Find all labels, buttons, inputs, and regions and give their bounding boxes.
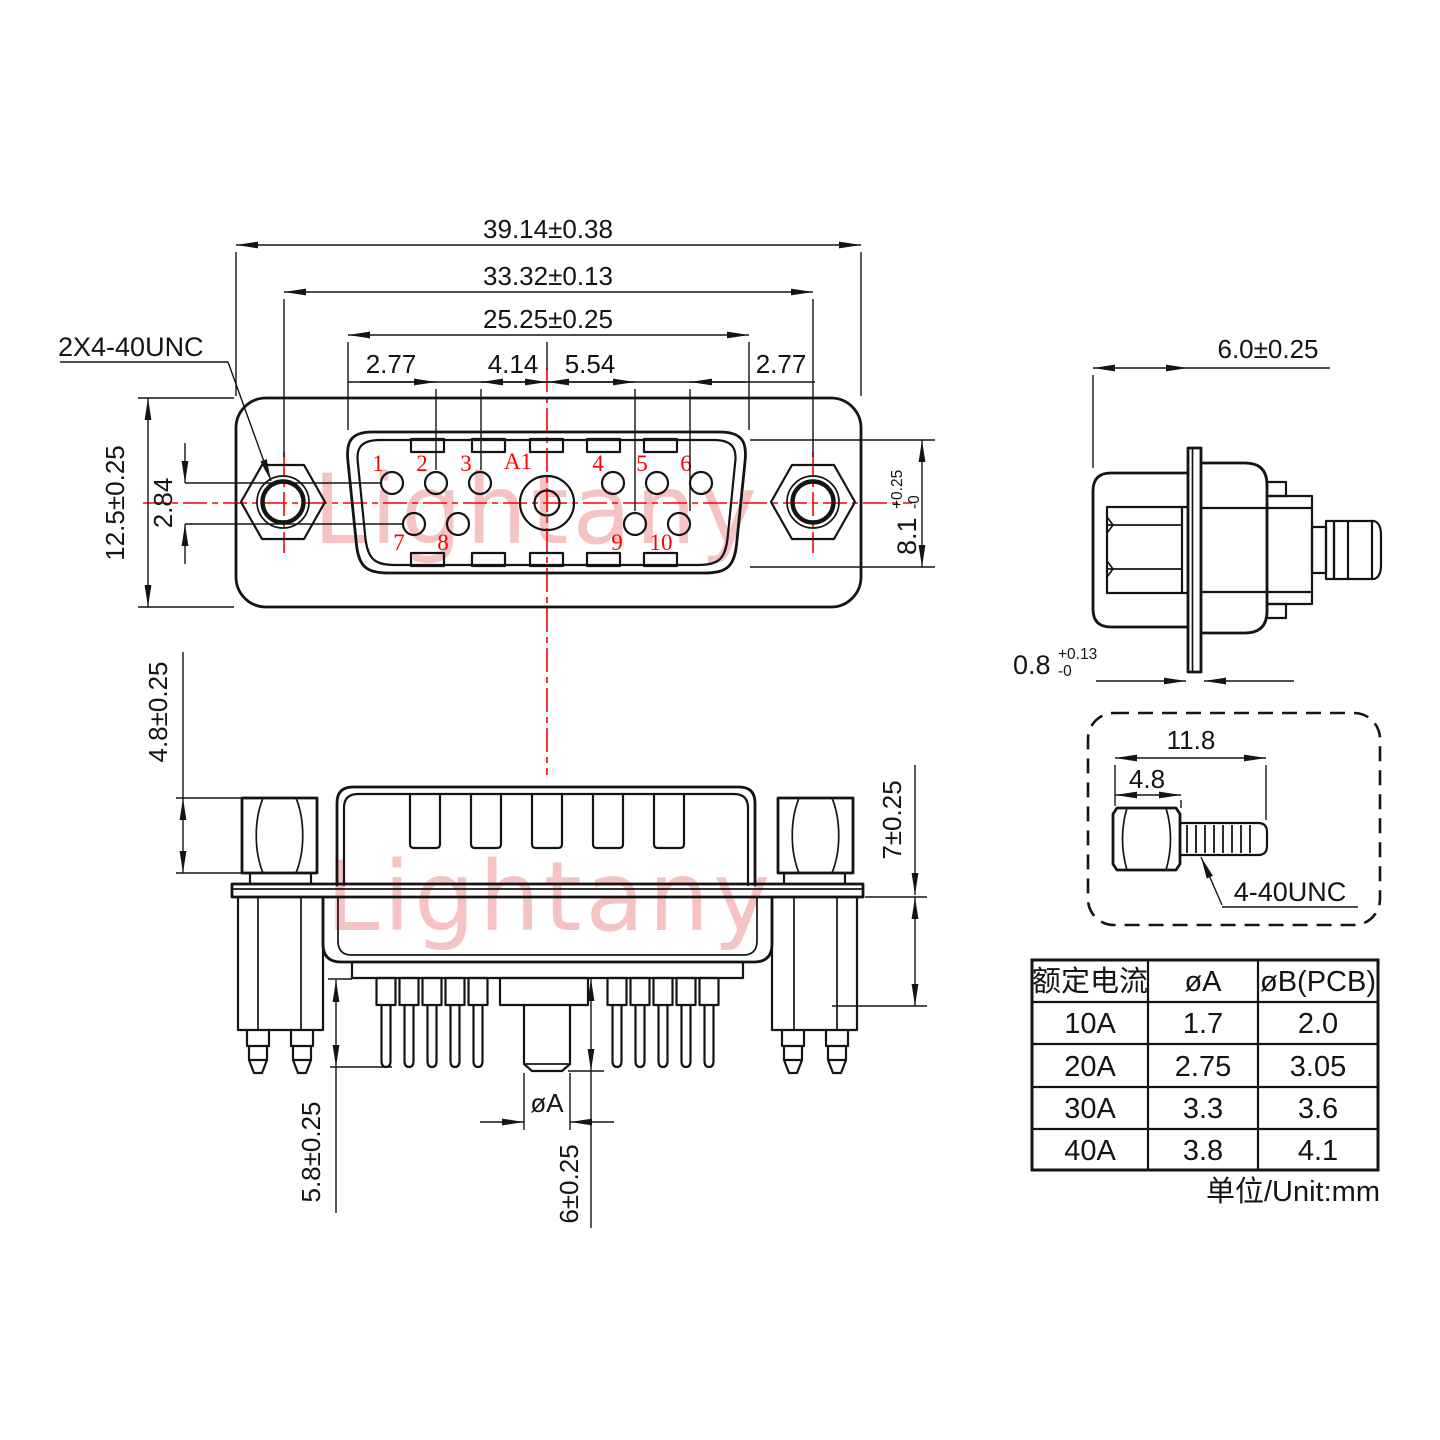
dim-body-height: 7±0.25: [877, 780, 907, 859]
bottom-view-dimensions: 4.8±0.25 7±0.25 5.8±0.25 6±0.25 øA: [143, 652, 927, 1228]
pin-label-9: 9: [611, 530, 623, 555]
pin-label-8: 8: [437, 530, 449, 555]
bottom-view: 4.8±0.25 7±0.25 5.8±0.25 6±0.25 øA: [143, 652, 927, 1228]
dim-flange-thickness: 0.8 +0.13 -0: [1013, 646, 1097, 680]
cell-dia-a-30a: 3.3: [1183, 1093, 1223, 1125]
dim-shell-height-tol-minus: -0: [906, 495, 923, 509]
cell-current-10a: 10A: [1064, 1008, 1116, 1040]
screw-leg-left: [236, 895, 325, 1075]
table-row: 20A 2.75 3.05: [1064, 1051, 1346, 1083]
thread-callout: 2X4-40UNC: [58, 332, 204, 362]
screw-leg-right: [770, 895, 859, 1075]
table-header-dia-b: øB(PCB): [1260, 966, 1376, 998]
dim-row-offset: 2.84: [148, 478, 178, 529]
dim-shell-height: 8.1 +0.25 -0: [889, 470, 923, 555]
pin-label-a1: A1: [504, 449, 532, 474]
cell-dia-a-20a: 2.75: [1175, 1051, 1231, 1083]
dim-flange-thickness-value: 0.8: [1013, 650, 1051, 680]
dim-depth: 6.0±0.25: [1217, 334, 1318, 364]
cell-dia-b-30a: 3.6: [1298, 1093, 1338, 1125]
dim-pitch-mid-left: 4.14: [488, 349, 539, 379]
front-view-outline: [234, 396, 863, 609]
pin-label-6: 6: [680, 451, 692, 476]
spec-table-grid: [1030, 958, 1380, 1172]
dim-screw-total-length: 11.8: [1167, 725, 1216, 755]
pin-label-5: 5: [636, 451, 648, 476]
dim-flange-thickness-tol-plus: +0.13: [1058, 646, 1097, 663]
dim-center-pin-dia: øA: [530, 1088, 564, 1118]
spec-table-text: 额定电流 øA øB(PCB) 10A 1.7 2.0 20A 2.75 3.0…: [1032, 965, 1380, 1208]
dim-pitch-mid-right: 5.54: [565, 349, 616, 379]
dim-shell-height-tol-plus: +0.25: [889, 470, 906, 509]
dim-screw-head-length: 4.8: [1129, 764, 1165, 794]
cell-current-30a: 30A: [1064, 1093, 1116, 1125]
cell-current-20a: 20A: [1064, 1051, 1116, 1083]
front-view-centerlines: [143, 368, 912, 775]
table-row: 10A 1.7 2.0: [1064, 1008, 1338, 1040]
pin-label-7: 7: [393, 530, 405, 555]
dim-overall-width: 39.14±0.38: [483, 214, 613, 244]
table-row: 40A 3.8 4.1: [1064, 1135, 1338, 1167]
table-header-dia-a: øA: [1184, 966, 1222, 998]
spec-table: 额定电流 øA øB(PCB) 10A 1.7 2.0 20A 2.75 3.0…: [1030, 958, 1380, 1208]
table-header-current: 额定电流: [1032, 965, 1148, 998]
pin-label-3: 3: [460, 451, 472, 476]
table-unit-note: 单位/Unit:mm: [1206, 1175, 1380, 1208]
standoff-right: [776, 796, 855, 886]
cell-current-40a: 40A: [1064, 1135, 1116, 1167]
cell-dia-b-10a: 2.0: [1298, 1008, 1338, 1040]
side-view-dimensions: 6.0±0.25 0.8 +0.13 -0: [1013, 334, 1330, 685]
screw-thread-label: 4-40UNC: [1234, 877, 1347, 907]
dim-flange-height: 12.5±0.25: [100, 445, 130, 560]
screw-outline: [1111, 806, 1269, 872]
pin-label-1: 1: [372, 451, 384, 476]
dim-mount-spacing: 33.32±0.13: [483, 261, 613, 291]
screw-dimensions: 11.8 4.8 4-40UNC: [1114, 725, 1358, 908]
dim-standoff-height: 4.8±0.25: [143, 661, 173, 762]
pin-label-10: 10: [650, 530, 673, 555]
cell-dia-a-10a: 1.7: [1183, 1008, 1223, 1040]
dim-shell-height-value: 8.1: [892, 517, 922, 555]
mounting-nut-right: [769, 463, 857, 541]
solder-pins: [375, 976, 720, 1073]
side-view: 6.0±0.25 0.8 +0.13 -0: [1013, 334, 1383, 685]
dim-shell-width: 25.25±0.25: [483, 304, 613, 334]
bottom-view-outline: [230, 785, 865, 1075]
screw-detail-box: [1086, 711, 1382, 927]
table-row: 30A 3.3 3.6: [1064, 1093, 1338, 1125]
dim-pitch-left: 2.77: [366, 349, 417, 379]
screw-detail: 11.8 4.8 4-40UNC: [1086, 711, 1382, 927]
cell-dia-b-40a: 4.1: [1298, 1135, 1338, 1167]
cell-dia-b-20a: 3.05: [1290, 1051, 1346, 1083]
pin-label-2: 2: [416, 451, 428, 476]
dim-flange-thickness-tol-minus: -0: [1058, 663, 1072, 680]
dim-pin-length: 5.8±0.25: [296, 1101, 326, 1202]
front-view-pin-labels: 1 2 3 A1 4 5 6 7 8 9 10: [372, 449, 692, 555]
shell-notches: [409, 437, 679, 568]
front-view: 1 2 3 A1 4 5 6 7 8 9 10: [58, 214, 935, 775]
cell-dia-a-40a: 3.8: [1183, 1135, 1223, 1167]
side-view-outline: [1091, 446, 1383, 674]
dim-pitch-right: 2.77: [756, 349, 807, 379]
standoff-left: [240, 796, 319, 886]
front-view-dimensions: 39.14±0.38 33.32±0.13 25.25±0.25 2.77 4.…: [58, 214, 935, 608]
dim-center-pin-length: 6±0.25: [554, 1144, 584, 1223]
pin-label-4: 4: [592, 451, 604, 476]
